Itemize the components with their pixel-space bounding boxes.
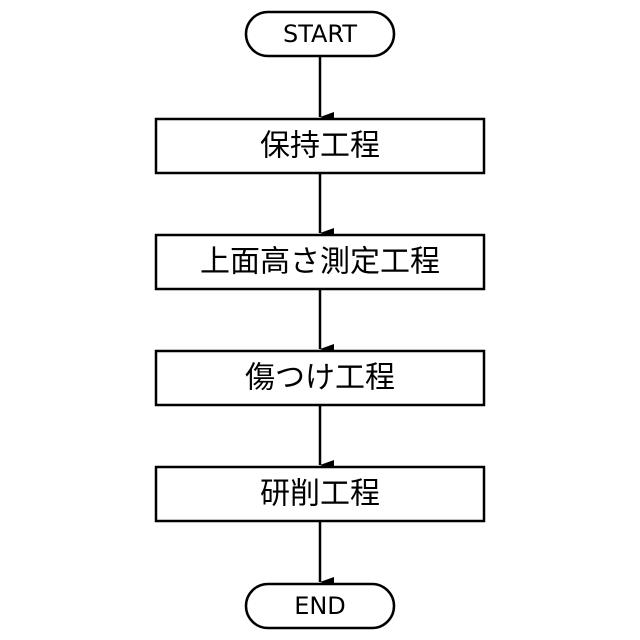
process-step-height-measurement: 上面高さ測定工程 bbox=[156, 235, 484, 289]
step-label-grinding: 研削工程 bbox=[260, 477, 380, 512]
process-step-holding: 保持工程 bbox=[156, 119, 484, 173]
start-label: START bbox=[283, 20, 357, 48]
step-label-height-measurement: 上面高さ測定工程 bbox=[200, 245, 440, 280]
end-terminator: END bbox=[246, 584, 394, 628]
step-label-scratching: 傷つけ工程 bbox=[245, 361, 395, 396]
step-label-holding: 保持工程 bbox=[260, 129, 380, 164]
process-step-grinding: 研削工程 bbox=[156, 467, 484, 521]
process-step-scratching: 傷つけ工程 bbox=[156, 351, 484, 405]
start-terminator: START bbox=[246, 12, 394, 56]
end-label: END bbox=[294, 592, 346, 620]
